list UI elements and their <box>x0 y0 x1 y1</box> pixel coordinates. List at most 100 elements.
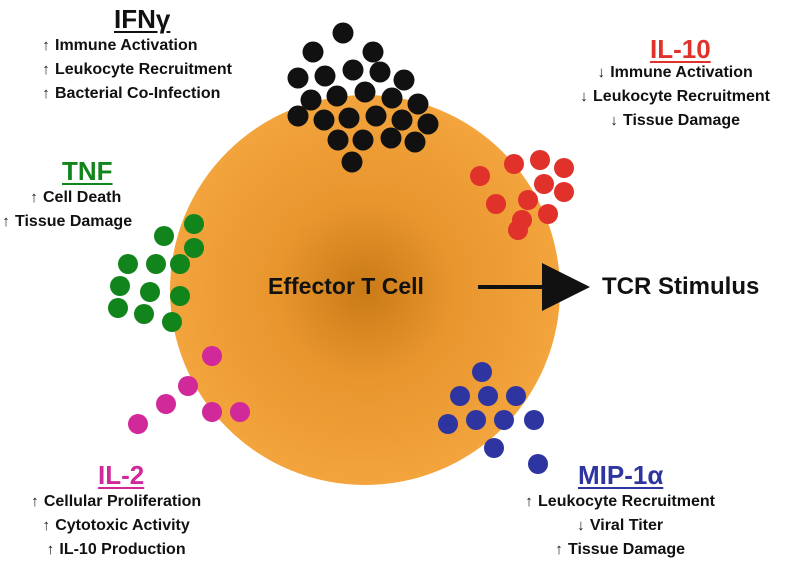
ifng-particle <box>352 129 374 151</box>
effect-item: ↑ Leukocyte Recruitment <box>40 58 232 82</box>
il10-particle <box>486 194 506 214</box>
il2-particle <box>202 402 222 422</box>
ifng-particle-cluster <box>287 22 439 173</box>
il10-particle <box>530 150 550 170</box>
effect-text: Leukocyte Recruitment <box>55 61 232 78</box>
up-arrow-icon: ↑ <box>42 517 50 534</box>
mip1a-particle-cluster <box>438 362 548 474</box>
mip1a-particle <box>478 386 498 406</box>
tnf-particle <box>118 254 138 274</box>
il10-particle <box>538 204 558 224</box>
mip1a-particle <box>438 414 458 434</box>
tnf-particle-cluster <box>108 214 204 332</box>
effect-text: Leukocyte Recruitment <box>593 88 770 105</box>
up-arrow-icon: ↑ <box>525 493 533 510</box>
cell-label: Effector T Cell <box>268 273 424 299</box>
up-arrow-icon: ↑ <box>42 37 50 54</box>
tnf-particle <box>110 276 130 296</box>
effect-text: Cytotoxic Activity <box>55 517 190 534</box>
il10-effects: ↓ Immune Activation ↓ Leukocyte Recruitmen… <box>558 61 790 133</box>
effect-text: Viral Titer <box>589 517 664 534</box>
il2-heading: IL-2 <box>98 460 145 490</box>
mip1a-particle <box>494 410 514 430</box>
mip1a-particle <box>484 438 504 458</box>
il10-particle <box>508 220 528 240</box>
il10-particle <box>554 182 574 202</box>
down-arrow-icon: ↓ <box>597 64 605 81</box>
down-arrow-icon: ↓ <box>577 517 585 534</box>
ifng-particle <box>404 131 426 153</box>
ifng-particle <box>369 61 391 83</box>
il2-particle-cluster <box>128 346 250 434</box>
ifng-particle <box>302 41 324 63</box>
mip1a-particle <box>528 454 548 474</box>
ifng-particle <box>338 107 360 129</box>
down-arrow-icon: ↓ <box>580 88 588 105</box>
tnf-particle <box>134 304 154 324</box>
up-arrow-icon: ↑ <box>555 541 563 558</box>
up-arrow-icon: ↑ <box>42 61 50 78</box>
tnf-particle <box>154 226 174 246</box>
tnf-particle <box>170 286 190 306</box>
il2-particle <box>202 346 222 366</box>
ifng-particle <box>313 109 335 131</box>
effect-item: ↑Cell Death <box>0 186 132 210</box>
effect-text: Immune Activation <box>610 64 753 81</box>
effect-item: ↑IL-10 Production <box>4 538 226 562</box>
il10-particle <box>518 190 538 210</box>
tnf-particle <box>162 312 182 332</box>
mip1a-particle <box>506 386 526 406</box>
ifng-particle <box>332 22 354 44</box>
tnf-effects: ↑Cell Death ↑Tissue Damage <box>0 186 132 234</box>
ifng-particle <box>380 127 402 149</box>
ifng-particle <box>287 105 309 127</box>
effect-item: ↑ Cytotoxic Activity <box>4 514 226 538</box>
effect-item: ↑Cellular Proliferation <box>4 490 226 514</box>
tnf-particle <box>184 238 204 258</box>
effect-item: ↑ Bacterial Co-Infection <box>40 82 232 106</box>
ifng-effects: ↑ Immune Activation ↑ Leukocyte Recruitmen… <box>40 34 232 106</box>
mip1a-particle <box>524 410 544 430</box>
effect-text: Leukocyte Recruitment <box>538 493 715 510</box>
il10-particle-cluster <box>470 150 574 240</box>
il2-particle <box>230 402 250 422</box>
ifng-particle <box>287 67 309 89</box>
ifng-particle <box>407 93 429 115</box>
ifng-particle <box>354 81 376 103</box>
tcr-stimulus-label: TCR Stimulus <box>602 273 760 300</box>
effect-text: Bacterial Co-Infection <box>55 85 221 102</box>
effect-item: ↑ Immune Activation <box>40 34 232 58</box>
tnf-particle <box>140 282 160 302</box>
mip1a-particle <box>472 362 492 382</box>
effect-text: Tissue Damage <box>15 213 133 230</box>
tnf-particle <box>170 254 190 274</box>
down-arrow-icon: ↓ <box>610 112 618 129</box>
tnf-particle <box>108 298 128 318</box>
effect-item: ↓ Leukocyte Recruitment <box>558 85 790 109</box>
effect-item: ↑Tissue Damage <box>492 538 746 562</box>
ifng-heading: IFNγ <box>114 4 171 34</box>
effect-item: ↓Tissue Damage <box>558 109 790 133</box>
il10-particle <box>504 154 524 174</box>
effect-item: ↓Viral Titer <box>492 514 746 538</box>
ifng-particle <box>362 41 384 63</box>
tnf-particle <box>146 254 166 274</box>
up-arrow-icon: ↑ <box>46 541 55 558</box>
tnf-heading: TNF <box>62 156 113 186</box>
ifng-particle <box>417 113 439 135</box>
ifng-particle <box>342 59 364 81</box>
effect-text: IL-10 Production <box>59 541 186 558</box>
effect-text: Tissue Damage <box>622 112 741 129</box>
ifng-particle <box>391 109 413 131</box>
ifng-particle <box>381 87 403 109</box>
ifng-particle <box>326 85 348 107</box>
up-arrow-icon: ↑ <box>42 85 50 102</box>
effect-text: Cellular Proliferation <box>43 493 202 510</box>
effect-text: Immune Activation <box>55 37 198 54</box>
il10-heading: IL-10 <box>650 34 711 64</box>
ifng-particle <box>300 89 322 111</box>
ifng-particle <box>314 65 336 87</box>
il2-particle <box>178 376 198 396</box>
ifng-particle <box>341 151 363 173</box>
